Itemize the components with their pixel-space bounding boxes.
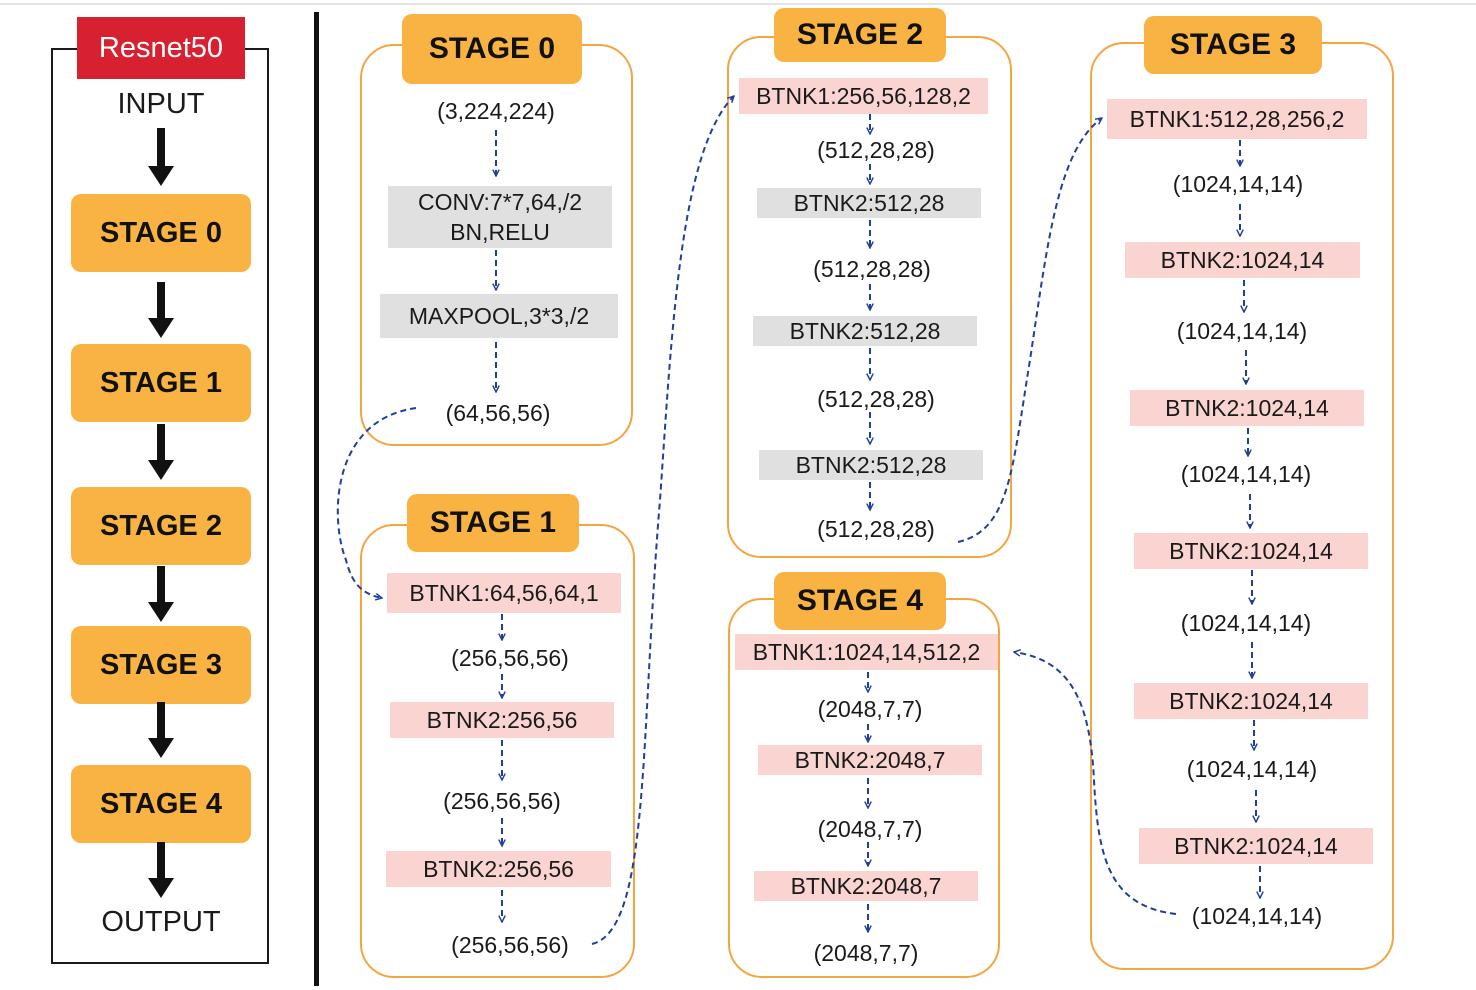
- stage4-shape: (2048,7,7): [817, 816, 923, 842]
- stage3-shape: (1024,14,14): [1180, 461, 1312, 487]
- stage1-output-shape: (256,56,56): [451, 932, 569, 958]
- stage0-output-shape: (64,56,56): [445, 400, 551, 426]
- stage4-shape: (2048,7,7): [817, 696, 923, 722]
- stage3-btnk2-block: BTNK2:1024,14: [1139, 828, 1373, 864]
- stage3-to-stage4-connector: [1014, 652, 1177, 915]
- stage4-btnk2-block: BTNK2:2048,7: [758, 745, 982, 775]
- stage0-conv-label: CONV:7*7,64,/2: [417, 189, 583, 215]
- stage3-output-shape: (1024,14,14): [1191, 903, 1323, 929]
- stage3-btnk1-block: BTNK1:512,28,256,2: [1107, 99, 1367, 139]
- overview-stage-1: STAGE 1: [71, 344, 251, 422]
- stage0-to-stage1-connector: [336, 407, 417, 598]
- stage0-input-shape: (3,224,224): [437, 98, 555, 124]
- stage3-btnk2-block: BTNK2:1024,14: [1130, 390, 1364, 426]
- inner-arrows: [336, 96, 1260, 945]
- stage3-shape: (1024,14,14): [1180, 610, 1312, 636]
- stage3-shape: (1024,14,14): [1172, 171, 1304, 197]
- stage1-btnk2-block: BTNK2:256,56: [390, 702, 614, 738]
- stage2-btnk1-block: BTNK1:256,56,128,2: [739, 78, 988, 114]
- overview-arrow: [148, 702, 174, 758]
- overview-arrow: [148, 128, 174, 186]
- stage0-maxpool-block: MAXPOOL,3*3,/2: [380, 294, 618, 338]
- stage3-btnk2-block: BTNK2:1024,14: [1134, 533, 1368, 569]
- stage0-bn-relu-label: BN,RELU: [450, 219, 550, 245]
- stage4-title: STAGE 4: [774, 572, 946, 630]
- stage4-btnk1-block: BTNK1:1024,14,512,2: [735, 634, 998, 670]
- stage1-btnk1-block: BTNK1:64,56,64,1: [387, 573, 621, 613]
- stage1-btnk2-block: BTNK2:256,56: [386, 851, 611, 887]
- overview-stage-0: STAGE 0: [71, 194, 251, 272]
- section-divider: [314, 12, 319, 986]
- stage2-btnk2-block: BTNK2:512,28: [757, 188, 981, 218]
- stage3-btnk2-block: BTNK2:1024,14: [1125, 242, 1360, 278]
- stage2-shape: (512,28,28): [813, 256, 931, 282]
- stage1-shape: (256,56,56): [451, 645, 569, 671]
- stage3-box: [1090, 42, 1394, 970]
- stage1-to-stage2-connector: [591, 96, 734, 945]
- top-rule: [0, 3, 1476, 5]
- overview-arrow: [148, 282, 174, 338]
- stage3-shape: (1024,14,14): [1186, 756, 1318, 782]
- stage2-btnk2-block: BTNK2:512,28: [753, 316, 977, 346]
- overview-stage-4: STAGE 4: [71, 765, 251, 843]
- stage2-shape: (512,28,28): [817, 386, 935, 412]
- stage1-shape: (256,56,56): [443, 788, 561, 814]
- stage0-conv-block: CONV:7*7,64,/2 BN,RELU: [388, 186, 612, 248]
- overview-arrow: [148, 842, 174, 898]
- stage4-btnk2-block: BTNK2:2048,7: [754, 871, 978, 901]
- overview-arrow: [148, 566, 174, 622]
- overview-arrows: [148, 128, 174, 898]
- overview-stage-3: STAGE 3: [71, 626, 251, 704]
- input-label: INPUT: [117, 88, 205, 120]
- stage2-title: STAGE 2: [774, 8, 946, 62]
- stage2-to-stage3-connector: [957, 118, 1102, 543]
- stage2-output-shape: (512,28,28): [817, 516, 935, 542]
- stage1-title: STAGE 1: [407, 494, 579, 552]
- resnet50-title-badge: Resnet50: [77, 17, 245, 79]
- stage3-title: STAGE 3: [1144, 16, 1322, 74]
- stage3-shape: (1024,14,14): [1176, 318, 1308, 344]
- stage4-output-shape: (2048,7,7): [813, 940, 919, 966]
- overview-arrow: [148, 424, 174, 480]
- stage2-btnk2-block: BTNK2:512,28: [759, 450, 983, 480]
- stage0-title: STAGE 0: [402, 14, 582, 84]
- overview-stage-2: STAGE 2: [71, 487, 251, 565]
- stage3-btnk2-block: BTNK2:1024,14: [1134, 683, 1368, 719]
- output-label: OUTPUT: [101, 906, 221, 938]
- stage2-shape: (512,28,28): [817, 137, 935, 163]
